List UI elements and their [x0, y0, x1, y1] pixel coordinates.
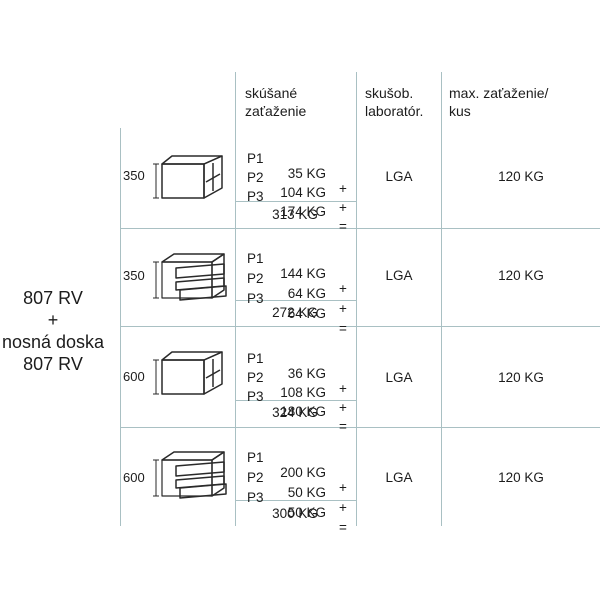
- load-label: P2: [247, 170, 264, 185]
- load-label: P1: [247, 450, 264, 465]
- load-operator: =: [339, 419, 347, 434]
- load-line: P1 36 KG +: [247, 336, 350, 396]
- load-operator: +: [339, 381, 347, 396]
- load-value: 104 KG: [280, 185, 326, 200]
- load-value: 200 KG: [280, 465, 326, 480]
- door-cabinet-icon: [153, 155, 223, 199]
- load-label: P3: [247, 490, 264, 505]
- lab-cell: LGA: [385, 268, 413, 283]
- lab-cell: LGA: [385, 470, 413, 485]
- model-line-3: nosná doska: [1, 332, 105, 352]
- load-label: P2: [247, 370, 264, 385]
- load-line: P1 200 KG +: [247, 435, 350, 495]
- max-load-cell: 120 KG: [498, 268, 544, 283]
- header-lab-line1: skušob.: [365, 85, 414, 101]
- grid-line: [120, 228, 600, 229]
- lab-cell: LGA: [385, 169, 413, 184]
- header-max-load-line2: kus: [449, 103, 471, 119]
- load-value: 50 KG: [287, 505, 326, 520]
- header-lab-line2: laboratór.: [365, 103, 424, 119]
- total-load: 272 KG: [272, 305, 318, 320]
- grid-line: [235, 400, 356, 401]
- size-label: 350: [123, 268, 145, 283]
- load-line: P2 64 KG +: [247, 256, 350, 316]
- grid-line: [235, 72, 236, 526]
- total-load: 313 KG: [272, 207, 318, 222]
- load-line: P3 174 KG =: [247, 174, 350, 234]
- load-label: P2: [247, 470, 264, 485]
- load-value: 35 KG: [287, 166, 326, 181]
- header-max-load: max. zaťaženie/ kus: [449, 84, 548, 120]
- grid-line: [235, 300, 356, 301]
- load-label: P3: [247, 189, 264, 204]
- load-operator: =: [339, 520, 347, 535]
- total-load: 324 KG: [272, 405, 318, 420]
- load-label: P2: [247, 271, 264, 286]
- load-value: 174 KG: [280, 204, 326, 219]
- load-operator: =: [339, 321, 347, 336]
- lab-cell: LGA: [385, 370, 413, 385]
- model-line-2: +: [47, 310, 59, 330]
- load-line: P2 50 KG +: [247, 455, 350, 515]
- max-load-cell: 120 KG: [498, 169, 544, 184]
- load-value: 36 KG: [287, 366, 326, 381]
- load-line: P1 144 KG +: [247, 236, 350, 296]
- grid-line: [235, 500, 356, 501]
- header-tested-load-line1: skúšané: [245, 85, 298, 101]
- size-label: 350: [123, 168, 145, 183]
- load-operator: =: [339, 219, 347, 234]
- size-label: 600: [123, 470, 145, 485]
- model-line-4: 807 RV: [23, 354, 83, 374]
- grid-line: [235, 201, 356, 202]
- load-label: P3: [247, 389, 264, 404]
- load-line: P1 35 KG +: [247, 136, 350, 196]
- load-label: P1: [247, 251, 264, 266]
- total-load: 300 KG: [272, 506, 318, 521]
- load-operator: +: [339, 301, 347, 316]
- load-line: P2 108 KG +: [247, 355, 350, 415]
- load-operator: +: [339, 281, 347, 296]
- model-line-1: 807 RV: [23, 288, 83, 308]
- header-tested-load: skúšané zaťaženie: [245, 84, 306, 120]
- grid-line: [120, 128, 121, 526]
- drawer-cabinet-icon: [153, 451, 227, 499]
- max-load-cell: 120 KG: [498, 370, 544, 385]
- model-label: 807 RV + nosná doska 807 RV: [0, 287, 113, 375]
- load-line: P2 104 KG +: [247, 155, 350, 215]
- load-value: 108 KG: [280, 385, 326, 400]
- load-line: P3 180 KG =: [247, 374, 350, 434]
- grid-line: [356, 72, 357, 526]
- drawer-cabinet-icon: [153, 253, 227, 301]
- header-max-load-line1: max. zaťaženie/: [449, 85, 549, 101]
- load-value: 50 KG: [287, 485, 326, 500]
- load-label: P1: [247, 151, 264, 166]
- load-line: P3 50 KG =: [247, 475, 350, 535]
- max-load-cell: 120 KG: [498, 470, 544, 485]
- load-operator: +: [339, 480, 347, 495]
- header-tested-load-line2: zaťaženie: [245, 103, 307, 119]
- load-operator: +: [339, 200, 347, 215]
- header-lab: skušob. laboratór.: [365, 84, 423, 120]
- grid-line: [120, 427, 600, 428]
- load-operator: +: [339, 400, 347, 415]
- load-operator: +: [339, 181, 347, 196]
- load-label: P1: [247, 351, 264, 366]
- door-cabinet-icon: [153, 351, 223, 395]
- load-operator: +: [339, 500, 347, 515]
- size-label: 600: [123, 369, 145, 384]
- load-value: 64 KG: [287, 286, 326, 301]
- load-label: P3: [247, 291, 264, 306]
- load-line: P3 64 KG =: [247, 276, 350, 336]
- load-value: 144 KG: [280, 266, 326, 281]
- grid-line: [441, 72, 442, 526]
- load-value: 180 KG: [280, 404, 326, 419]
- load-value: 64 KG: [287, 306, 326, 321]
- grid-line: [120, 326, 600, 327]
